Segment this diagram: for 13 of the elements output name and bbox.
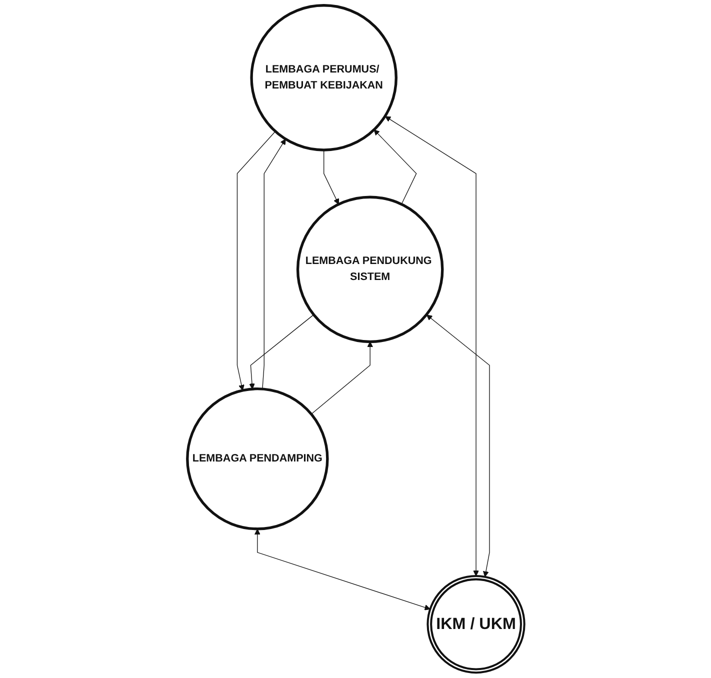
arrow bbox=[248, 314, 314, 390]
arrow bbox=[384, 116, 479, 576]
arrow bbox=[262, 138, 286, 390]
node-circle: LEMBAGA PENDAMPING bbox=[186, 387, 328, 530]
arrow bbox=[254, 528, 430, 610]
arrow bbox=[236, 131, 276, 391]
node-circle: LEMBAGA PERUMUS/ PEMBUAT KEBIJAKAN bbox=[250, 4, 398, 152]
arrow bbox=[323, 150, 339, 205]
arrow bbox=[310, 341, 373, 414]
node-circle: LEMBAGA PENDUKUNG SISTEM bbox=[296, 196, 444, 344]
node-circle: IKM / UKM bbox=[426, 574, 525, 674]
arrow bbox=[426, 314, 490, 578]
arrow bbox=[373, 129, 416, 205]
